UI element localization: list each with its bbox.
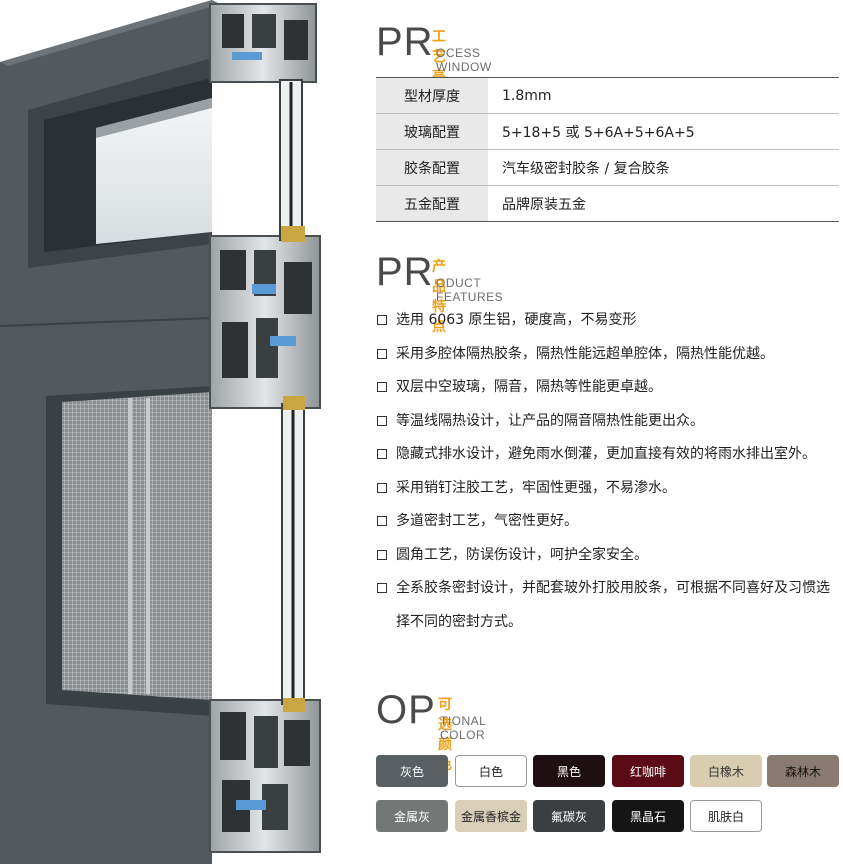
checkbox-icon — [377, 315, 387, 325]
table-row: 玻璃配置 5+18+5 或 5+6A+5+6A+5 — [376, 113, 839, 150]
feature-text: 多道密封工艺，气密性更好。 — [396, 513, 578, 529]
color-title-en: TIONAL COLOR — [440, 714, 486, 742]
list-item: 多道密封工艺，气密性更好。 — [376, 505, 841, 539]
feature-text: 圆角工艺，防误伤设计，呵护全家安全。 — [396, 546, 648, 563]
profile-section-top — [209, 3, 317, 83]
spec-label: 型材厚度 — [376, 77, 488, 114]
spec-value: 汽车级密封胶条 / 复合胶条 — [488, 149, 839, 186]
color-swatch-black-crystal[interactable]: 黑晶石 — [612, 800, 684, 832]
list-item: 隐藏式排水设计，避免雨水倒灌，更加直接有效的将雨水排出室外。 — [376, 438, 841, 472]
list-item: 选用 6063 原生铝，硬度高，不易变形 — [376, 304, 841, 338]
table-row: 五金配置 品牌原装五金 — [376, 185, 839, 222]
spec-value: 5+18+5 或 5+6A+5+6A+5 — [488, 113, 839, 150]
window-profile-illustration — [0, 0, 321, 864]
checkbox-icon — [377, 516, 387, 526]
checkbox-icon — [377, 449, 387, 459]
list-item: 采用多腔体隔热胶条，隔热性能远超单腔体，隔热性能优越。 — [376, 338, 841, 372]
feature-text: 隐藏式排水设计，避免雨水倒灌，更加直接有效的将雨水排出室外。 — [396, 446, 816, 462]
feature-text: 双层中空玻璃，隔音，隔热等性能更卓越。 — [396, 379, 662, 395]
feature-text: 选用 6063 原生铝，硬度高，不易变形 — [396, 312, 637, 328]
feature-list: 选用 6063 原生铝，硬度高，不易变形 采用多腔体隔热胶条，隔热性能远超单腔体… — [376, 304, 841, 639]
table-row: 胶条配置 汽车级密封胶条 / 复合胶条 — [376, 149, 839, 186]
feature-text: 全系胶条密封设计，并配套玻外打胶用胶条，可根据不同喜好及习惯选择不同的密封方式。 — [396, 580, 830, 630]
feature-text: 采用多腔体隔热胶条，隔热性能远超单腔体，隔热性能优越。 — [396, 345, 774, 362]
color-swatch-white[interactable]: 白色 — [455, 755, 527, 787]
list-item: 圆角工艺，防误伤设计，呵护全家安全。 — [376, 539, 841, 573]
color-swatch-white-oak[interactable]: 白橡木 — [690, 755, 762, 787]
spec-label: 玻璃配置 — [376, 113, 488, 150]
color-swatch-champagne[interactable]: 金属香槟金 — [455, 800, 527, 832]
list-item: 双层中空玻璃，隔音，隔热等性能更卓越。 — [376, 371, 841, 405]
top-glass — [96, 98, 212, 244]
color-swatch-gray[interactable]: 灰色 — [376, 755, 448, 787]
color-swatch-forest-wood[interactable]: 森林木 — [767, 755, 839, 787]
spec-table: 型材厚度 1.8mm 玻璃配置 5+18+5 或 5+6A+5+6A+5 胶条配… — [376, 77, 839, 222]
profile-section-middle — [209, 235, 321, 409]
insect-screen — [62, 392, 212, 700]
process-big-letters: PR — [376, 20, 434, 64]
color-swatch-metal-gray[interactable]: 金属灰 — [376, 800, 448, 832]
feature-text: 等温线隔热设计，让产品的隔音隔热性能更出众。 — [396, 412, 704, 429]
color-swatch-skin-white[interactable]: 肌肤白 — [690, 800, 762, 832]
spec-value: 品牌原装五金 — [502, 196, 586, 213]
checkbox-icon — [377, 482, 387, 493]
color-swatch-black[interactable]: 黑色 — [533, 755, 605, 787]
process-title-en: OCESS WINDOW — [436, 46, 492, 74]
product-big-letters: PR — [376, 250, 434, 294]
spec-label: 五金配置 — [376, 185, 488, 222]
list-item: 等温线隔热设计，让产品的隔音隔热性能更出众。 — [376, 405, 841, 439]
checkbox-icon — [377, 382, 387, 392]
checkbox-icon — [377, 583, 387, 593]
table-row: 型材厚度 1.8mm — [376, 77, 839, 114]
list-item: 采用销钉注胶工艺，牢固性更强，不易渗水。 — [376, 472, 841, 506]
feature-text: 采用销钉注胶工艺，牢固性更强，不易渗水。 — [396, 479, 676, 496]
profile-section-bottom — [209, 699, 321, 853]
checkbox-icon — [377, 348, 387, 359]
spec-value: 1.8mm — [488, 77, 839, 114]
color-swatch-fluorocarbon-gray[interactable]: 氟碳灰 — [533, 800, 605, 832]
color-big-letters: OP — [376, 688, 436, 732]
checkbox-icon — [377, 415, 387, 426]
checkbox-icon — [377, 549, 387, 560]
product-title-cn: 产品特点 — [432, 259, 446, 335]
product-title-en: ODUCT FEATURES — [436, 276, 504, 304]
list-item: 全系胶条密封设计，并配套玻外打胶用胶条，可根据不同喜好及习惯选择不同的密封方式。 — [376, 572, 841, 639]
spec-label: 胶条配置 — [376, 149, 488, 186]
color-swatch-red-coffee[interactable]: 红咖啡 — [612, 755, 684, 787]
